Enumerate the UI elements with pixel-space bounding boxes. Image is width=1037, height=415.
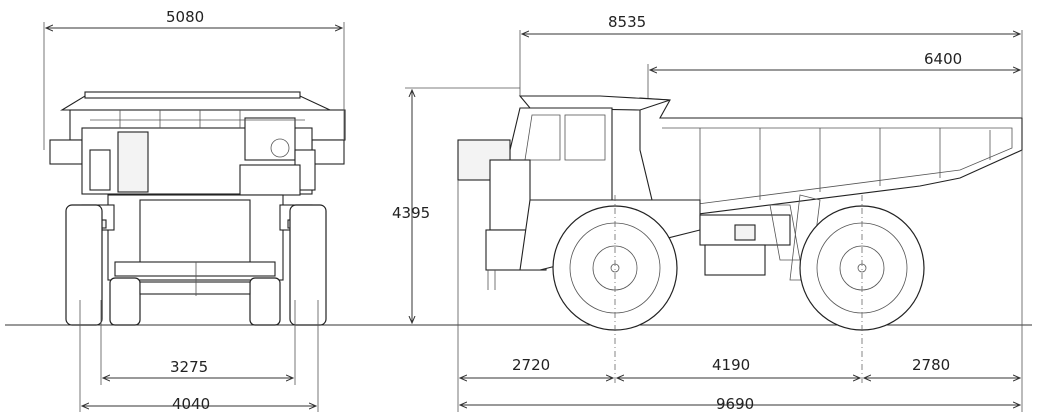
dimension-side-chain: 2720 4190 2780: [457, 150, 1023, 412]
label-2720: 2720: [512, 356, 550, 374]
side-view-truck: [457, 95, 1023, 385]
dimension-overall-height: 4395: [392, 87, 520, 323]
label-3275: 3275: [170, 358, 208, 376]
label-4190: 4190: [712, 356, 750, 374]
dimension-front-overall-width: 5080: [43, 8, 345, 150]
dimension-side-body-length: 6400: [647, 50, 1020, 98]
label-9690: 9690: [716, 395, 754, 413]
label-4040: 4040: [172, 395, 210, 413]
dimension-side-overall-length: 9690: [460, 395, 1020, 413]
front-view-truck: [49, 91, 346, 326]
label-2780: 2780: [912, 356, 950, 374]
label-8535: 8535: [608, 13, 646, 31]
dimension-front-tire-width: 4040: [79, 300, 319, 413]
label-6400: 6400: [924, 50, 962, 68]
label-4395: 4395: [392, 204, 430, 222]
dimension-side-canopy-to-rear: 8535: [519, 13, 1023, 118]
label-5080: 5080: [166, 8, 204, 26]
dimension-front-tread-width: 3275: [100, 300, 296, 385]
